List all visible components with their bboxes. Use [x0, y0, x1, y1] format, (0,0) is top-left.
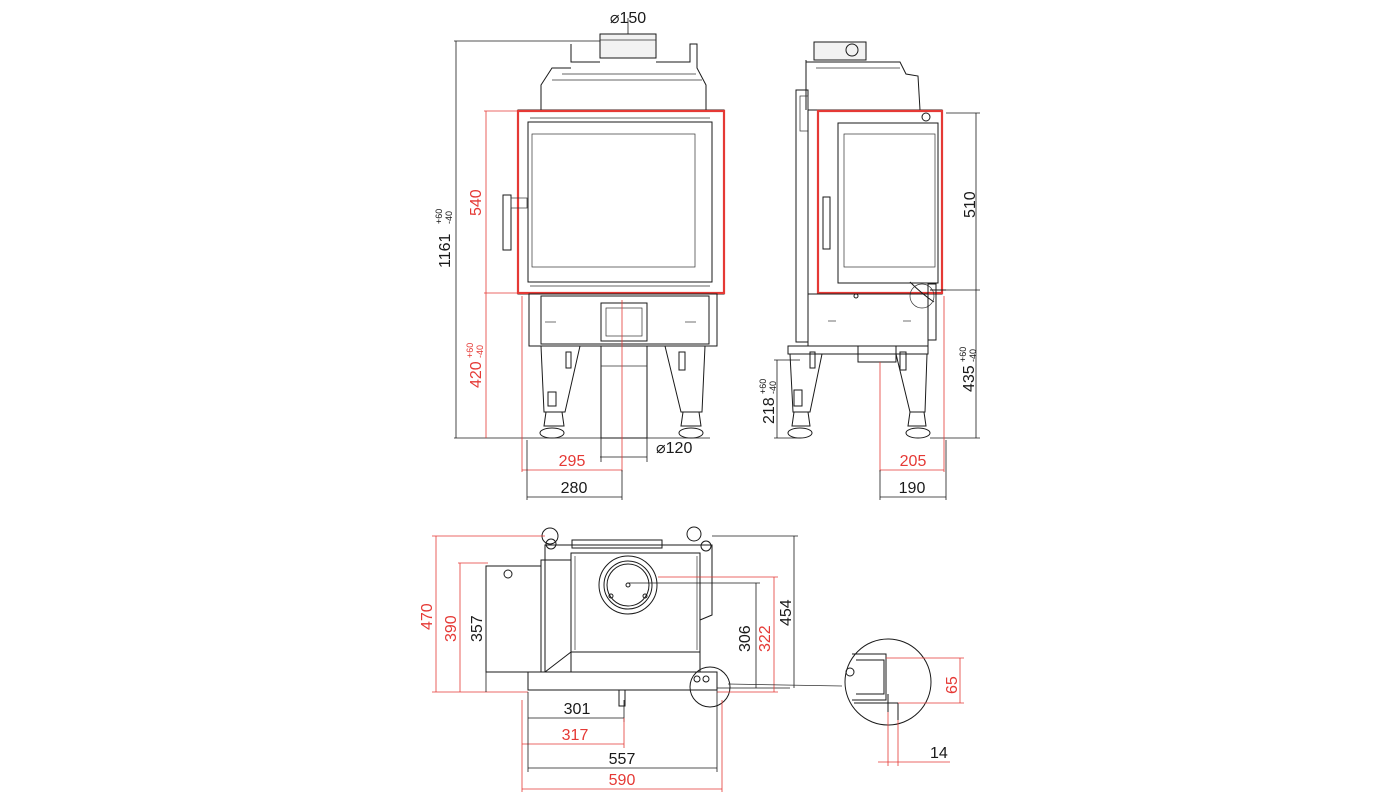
svg-text:1161: 1161	[437, 233, 454, 268]
svg-text:+60: +60	[758, 379, 768, 394]
svg-text:-40: -40	[768, 381, 778, 394]
dim-470: 470	[419, 603, 436, 630]
side-lower-body	[807, 293, 929, 347]
svg-text:+60: +60	[465, 343, 475, 358]
front-air-box	[600, 302, 648, 342]
front-door-outline	[516, 109, 726, 295]
detail-view: 65 14	[727, 638, 964, 766]
dim-557: 557	[609, 751, 636, 768]
front-flue-collar	[599, 33, 657, 59]
dim-205: 205	[900, 453, 927, 470]
side-door-glass	[837, 122, 939, 284]
dim-door-height: 540	[468, 189, 485, 216]
top-side-panel	[485, 565, 542, 673]
dim-base-height: 420 +60 -40	[465, 343, 485, 388]
dim-side-base-height: 435 +60 -40	[958, 347, 978, 392]
dim-306: 306	[737, 625, 754, 652]
side-view: 510 435 +60 -40 218 +60 -40 205 190	[758, 41, 980, 500]
front-top-hood	[540, 43, 707, 111]
top-detail-circle	[689, 666, 731, 708]
top-lug-right	[686, 526, 702, 542]
svg-text:+60: +60	[434, 209, 444, 224]
top-view: 470 390 357 306 322 454 301 317 557 590	[419, 526, 798, 792]
svg-text:+60: +60	[958, 347, 968, 362]
svg-text:-40: -40	[475, 345, 485, 358]
front-view: ⌀150 1161 +60 -40 540 420 +60 -40 ⌀120 2…	[434, 10, 726, 500]
dim-190: 190	[899, 480, 926, 497]
front-door-glass	[527, 121, 713, 283]
dim-total-height: 1161 +60 -40	[434, 209, 454, 268]
svg-text:-40: -40	[968, 349, 978, 362]
dim-454: 454	[778, 599, 795, 626]
side-front-foot	[787, 427, 813, 439]
dim-322: 322	[757, 625, 774, 652]
front-left-foot	[539, 427, 565, 439]
dim-590: 590	[609, 772, 636, 789]
top-front-plate	[527, 671, 718, 691]
side-top-hood	[805, 60, 921, 111]
dim-flue-diameter: ⌀150	[610, 10, 646, 27]
side-front-leg	[789, 353, 823, 413]
top-flue-ring-outer	[598, 555, 658, 615]
dim-317: 317	[562, 727, 589, 744]
side-door-outline	[816, 109, 944, 295]
dim-14: 14	[930, 745, 948, 762]
front-door-handle	[502, 194, 512, 251]
svg-text:435: 435	[961, 365, 978, 392]
top-flue-ring-inner	[603, 560, 653, 610]
dim-390: 390	[443, 615, 460, 642]
dim-295: 295	[559, 453, 586, 470]
side-rear-leg	[895, 353, 928, 413]
dim-side-door-height: 510	[962, 191, 979, 218]
front-lower-body	[528, 293, 718, 347]
dim-280: 280	[561, 480, 588, 497]
side-rear-panel	[795, 89, 809, 343]
svg-text:420: 420	[468, 361, 485, 388]
front-right-leg	[664, 345, 706, 413]
svg-text:218: 218	[761, 397, 778, 424]
front-body-frame	[517, 109, 725, 295]
front-air-inlet-pipe	[600, 345, 648, 439]
dim-301: 301	[564, 701, 591, 718]
front-right-foot	[678, 427, 704, 439]
side-door-handle	[822, 196, 831, 250]
side-rear-foot	[905, 427, 931, 439]
dim-357: 357	[469, 615, 486, 642]
dim-air-inlet-diameter: ⌀120	[656, 440, 692, 457]
front-left-leg	[540, 345, 581, 413]
svg-text:-40: -40	[444, 211, 454, 224]
dim-65: 65	[944, 676, 961, 694]
dim-side-leg-height: 218 +60 -40	[758, 379, 778, 424]
